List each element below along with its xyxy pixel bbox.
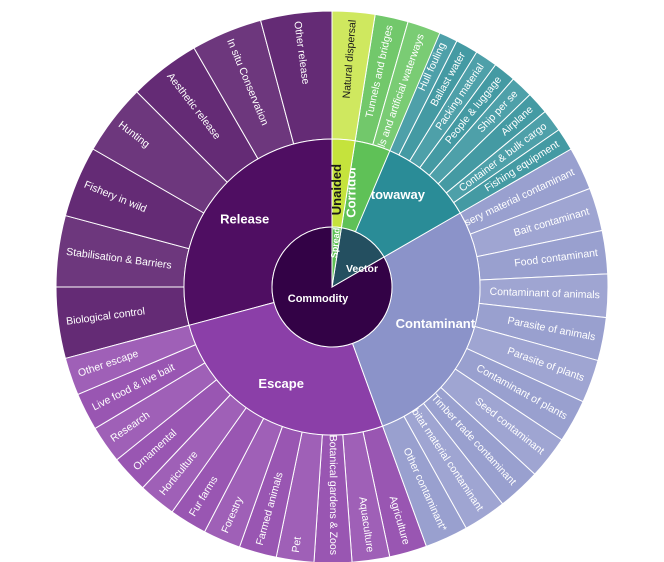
pathway-label-unaided: Unaided (329, 164, 344, 215)
segment-label-pet: Pet (290, 536, 304, 553)
segment-label-contaminant-of-animals: Contaminant of animals (489, 286, 600, 301)
center-spread (331, 226, 342, 288)
segment-label-botanical-gardens-zoos: Botanical gardens & Zoos (327, 435, 339, 555)
center-vector (331, 227, 385, 288)
pathway-label-stowaway: Stowaway (362, 187, 426, 202)
center-label-spread: Spread (329, 227, 342, 258)
pathway-label-escape: Escape (258, 376, 304, 391)
middle-ring: ReleaseEscapeContaminantStowawayCorridor… (183, 138, 481, 436)
pathway-label-release: Release (220, 211, 269, 226)
center-label-commodity: Commodity (288, 293, 349, 305)
center-label-vector: Vector (346, 263, 378, 275)
pathway-label-contaminant: Contaminant (396, 316, 476, 331)
center-commodity (271, 226, 393, 348)
center-ring: Commodity Vector Spread (271, 226, 393, 348)
